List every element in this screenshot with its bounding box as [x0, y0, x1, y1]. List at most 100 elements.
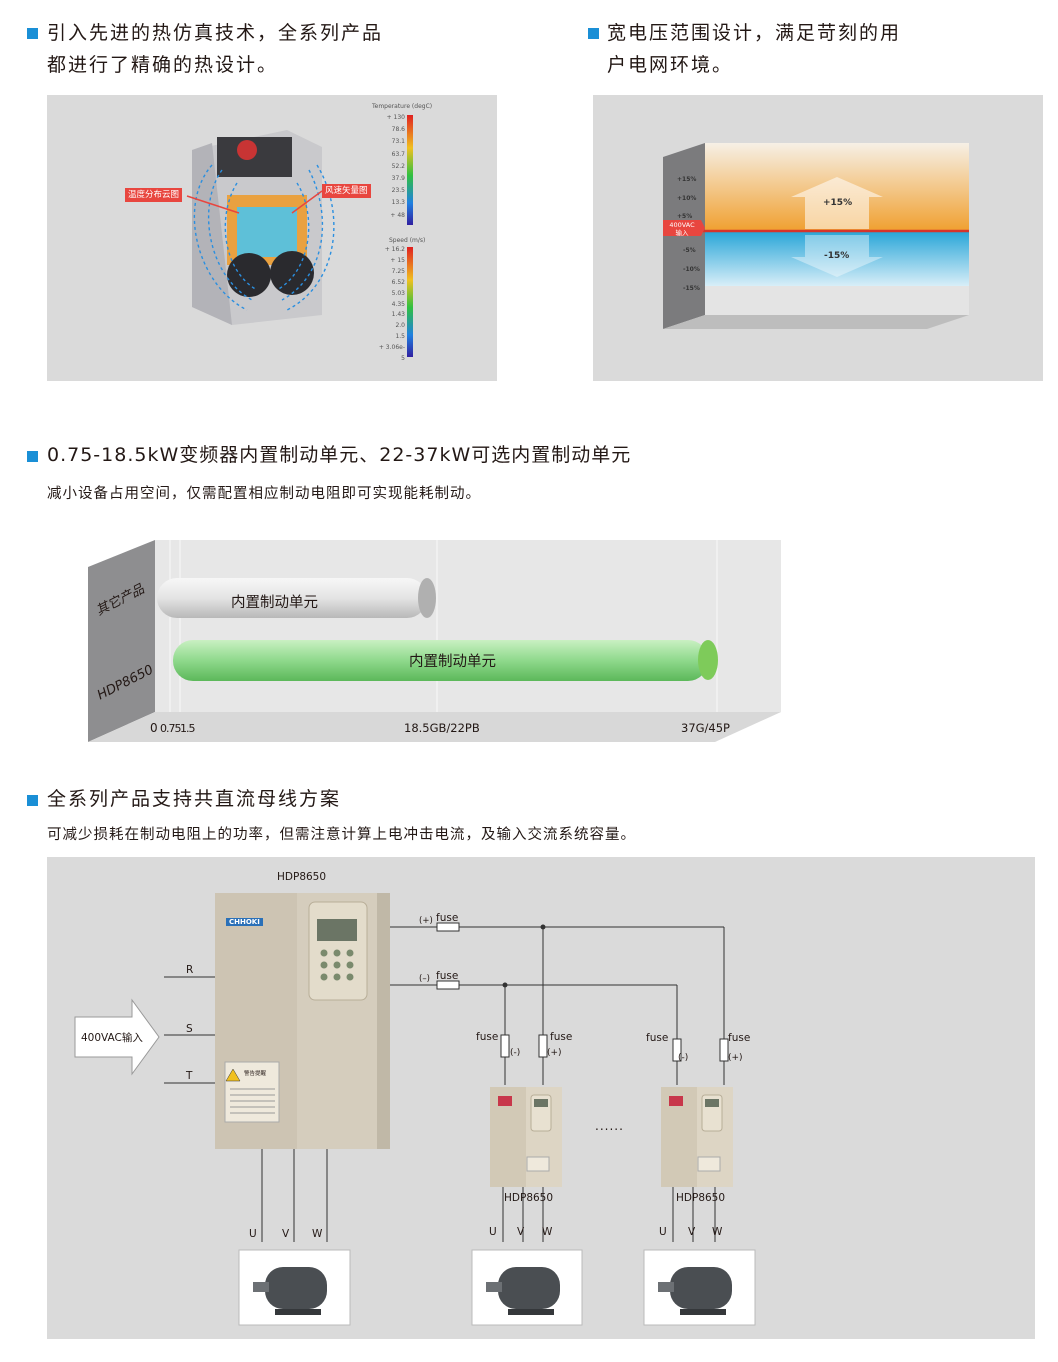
ellipsis-dots: ...... [595, 1119, 624, 1133]
temp-tick: 52.2 [391, 162, 405, 170]
section2-heading-line2: 户电网环境。 [607, 54, 734, 76]
drive2-label: HDP8650 [504, 1192, 554, 1204]
speed-tick: 7.25 [391, 267, 405, 275]
main-out-w: W [312, 1228, 323, 1240]
axis-tick-mid: 18.5GB/22PB [404, 721, 480, 735]
voltage-tick: +5% [677, 213, 693, 220]
section4-subheading: 可减少损耗在制动电阻上的功率，但需注意计算上电冲击电流，及输入交流系统容量。 [47, 827, 636, 843]
braking-unit-chart [88, 540, 781, 742]
voltage-ticks-negative: -5% -10% -15% [683, 241, 700, 298]
main-drive-label: HDP8650 [277, 871, 327, 883]
bullet-icon [588, 28, 599, 39]
main-out-v: V [282, 1228, 290, 1240]
temp-tick: 37.9 [391, 175, 405, 183]
temp-scale-ticks: + 130 78.6 73.1 63.7 52.2 37.9 23.5 13.3… [385, 112, 405, 222]
thermal-simulation-image: 温度分布云图 风速矢量图 Temperature (degC) + 130 78… [47, 95, 497, 381]
bar-other-label: 内置制动单元 [231, 595, 318, 611]
dc-bus-wiring [74, 893, 756, 1326]
wind-callout: 风速矢量图 [322, 184, 371, 198]
fuse-plus-label: fuse [436, 912, 459, 924]
drive2-out-u: U [489, 1226, 497, 1238]
drive2-body [490, 1087, 562, 1187]
speed-tick: + 15 [390, 256, 405, 264]
pos-sign: (+) [419, 916, 433, 926]
temp-tick: 23.5 [391, 187, 405, 195]
voltage-ticks-positive: +15% +10% +5% [677, 171, 696, 227]
drive3-neg-sign: (-) [678, 1053, 689, 1063]
voltage-tick: -10% [683, 266, 700, 273]
temp-tick: 63.7 [391, 150, 405, 158]
drive3-fuse-pos-label: fuse [728, 1032, 751, 1044]
temp-tick: 73.1 [391, 138, 405, 146]
section3-subheading: 减小设备占用空间，仅需配置相应制动电阻即可实现能耗制动。 [47, 486, 481, 502]
drive2-pos-sign: (+) [547, 1048, 562, 1058]
drive2-neg-sign: (-) [510, 1048, 521, 1058]
temp-tick: + 130 [386, 114, 405, 121]
bar-other-products [157, 578, 436, 618]
drive2-out-w: W [542, 1226, 553, 1238]
thermal-simulation-graphic [186, 115, 413, 357]
temp-tick: 78.6 [391, 126, 405, 134]
drive2-fuse-pos-label: fuse [550, 1031, 573, 1043]
temperature-callout: 温度分布云图 [125, 188, 183, 202]
section2-heading-line1: 宽电压范围设计，满足苛刻的用 [607, 22, 902, 44]
section3-heading: 0.75-18.5kW变频器内置制动单元、22-37kW可选内置制动单元 [47, 444, 632, 466]
speed-scale-title: Speed (m/s) [389, 237, 426, 244]
section1-heading-line1: 引入先进的热仿真技术，全系列产品 [47, 22, 384, 44]
input-label: 400VAC输入 [81, 1032, 143, 1044]
voltage-tick: -15% [683, 285, 700, 292]
bar-hdp-label: 内置制动单元 [409, 654, 496, 670]
phase-t: T [186, 1070, 193, 1082]
speed-tick: 4.35 [391, 300, 405, 308]
voltage-input-line1: 400VAC [669, 221, 695, 229]
temp-tick: + 48 [390, 211, 405, 219]
axis-tick-075: 0.75 [160, 722, 181, 735]
speed-tick: 6.52 [391, 278, 405, 286]
temp-tick: 13.3 [391, 199, 405, 207]
section1-heading-line2: 都进行了精确的热设计。 [47, 54, 279, 76]
speed-tick: 2.0 [395, 322, 405, 330]
motor-2 [471, 1249, 583, 1326]
main-drive-body [215, 893, 390, 1149]
drive3-out-v: V [688, 1226, 696, 1238]
drive3-fuse-neg-label: fuse [646, 1032, 669, 1044]
speed-tick: 1.43 [391, 311, 405, 319]
motor-1 [238, 1249, 351, 1326]
speed-tick: 1.5 [395, 333, 405, 341]
brand-logo: CHHOKI [226, 918, 263, 926]
voltage-tick: -5% [683, 247, 696, 254]
axis-tick-0: 0 [150, 721, 158, 735]
drive3-out-u: U [659, 1226, 667, 1238]
section4-heading: 全系列产品支持共直流母线方案 [47, 788, 342, 810]
motor-3 [643, 1249, 756, 1326]
voltage-tick: +10% [677, 194, 697, 202]
axis-tick-end: 37G/45P [681, 721, 730, 735]
bullet-icon [27, 795, 38, 806]
drive3-body [661, 1087, 733, 1187]
bar-hdp8650 [173, 640, 718, 681]
voltage-range-image: +15% +10% +5% -5% -10% -15% 400VAC 输入 +1… [593, 95, 1043, 381]
minus-15-label: -15% [824, 251, 850, 261]
voltage-range-graphic [663, 143, 969, 329]
voltage-tick: +15% [677, 176, 697, 183]
voltage-input-label: 400VAC 输入 [665, 221, 699, 237]
common-dc-bus-diagram: HDP8650 CHHOKI 警告提醒 400VAC输入 R S T (+) f… [47, 857, 1035, 1339]
fuse-minus-label: fuse [436, 970, 459, 982]
drive2-out-v: V [517, 1226, 525, 1238]
speed-tick: + 3.06e-5 [378, 344, 405, 363]
axis-tick-15: 1.5 [180, 722, 195, 735]
drive2-fuse-neg-label: fuse [476, 1031, 499, 1043]
bullet-icon [27, 451, 38, 462]
speed-scale-ticks: + 16.2 + 15 7.25 6.52 5.03 4.35 1.43 2.0… [377, 245, 405, 365]
phase-s: S [186, 1023, 193, 1035]
speed-tick: + 16.2 [384, 246, 405, 253]
warning-label-title: 警告提醒 [244, 1071, 267, 1077]
voltage-input-line2: 输入 [675, 229, 689, 237]
neg-sign: (–) [419, 974, 430, 984]
drive3-out-w: W [712, 1226, 723, 1238]
speed-tick: 5.03 [391, 289, 405, 297]
temp-scale-title: Temperature (degC) [372, 103, 433, 110]
phase-r: R [186, 964, 194, 976]
bullet-icon [27, 28, 38, 39]
plus-15-label: +15% [823, 198, 853, 208]
